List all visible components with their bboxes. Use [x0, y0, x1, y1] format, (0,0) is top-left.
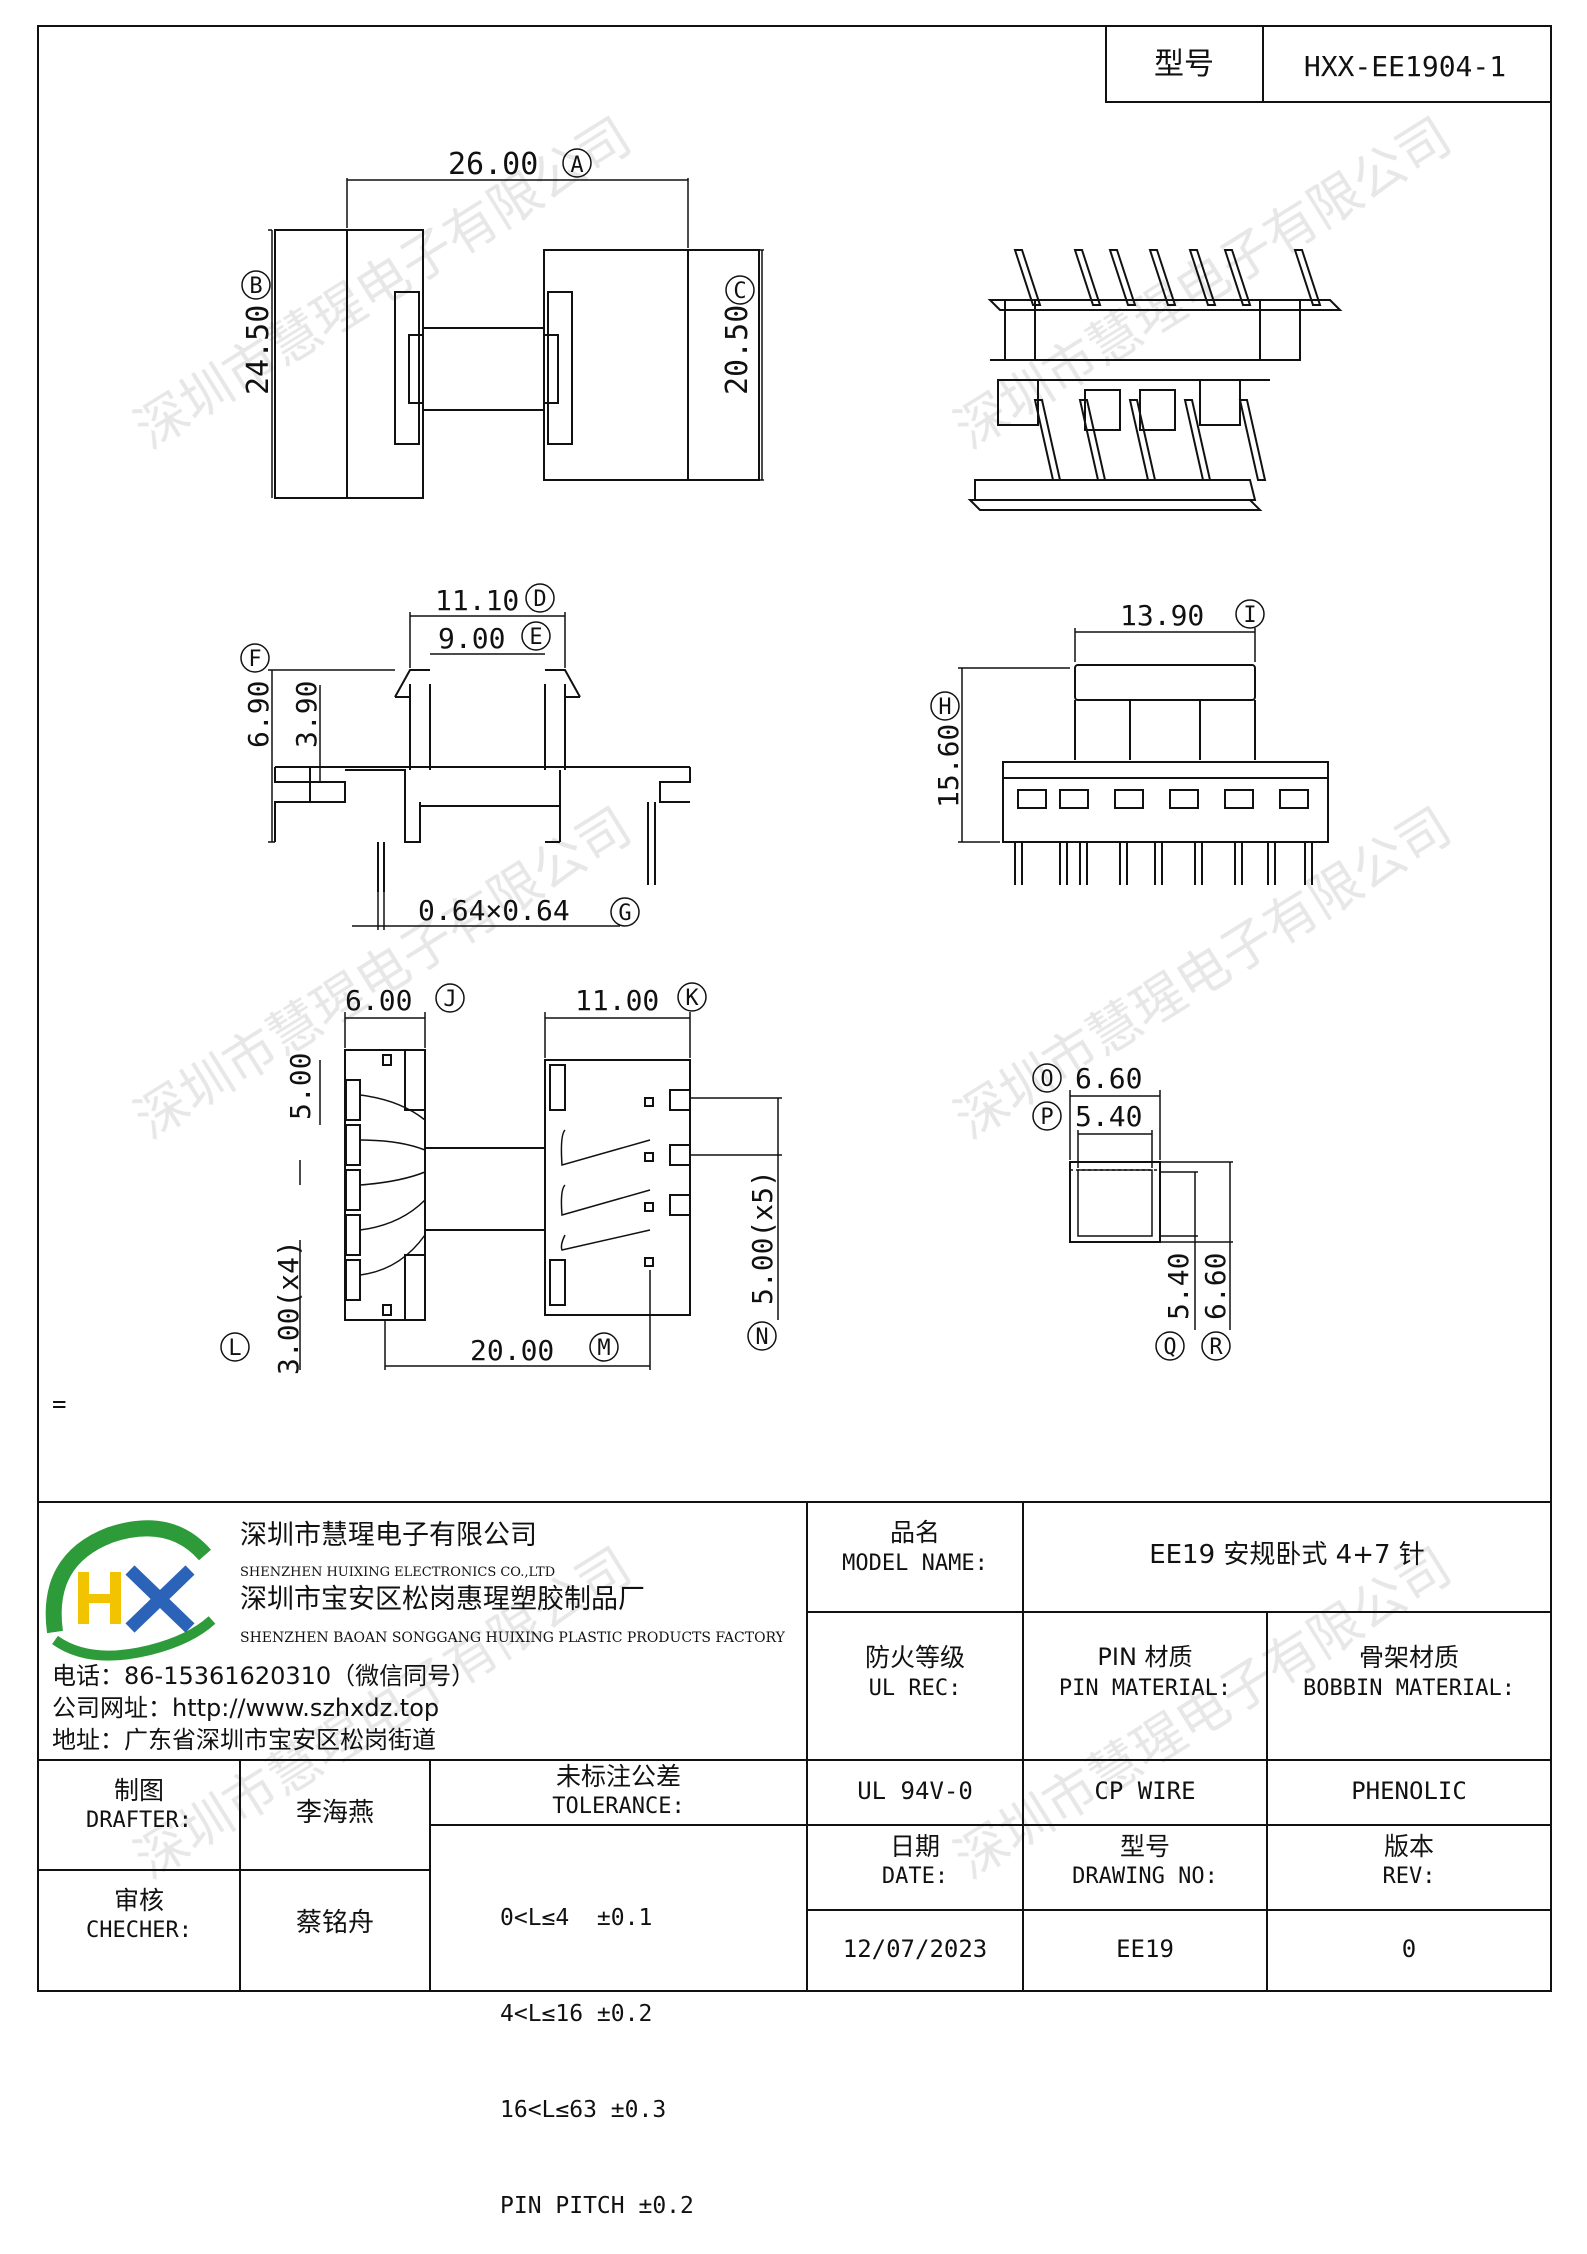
dim-q-value: 5.40	[1162, 1253, 1195, 1320]
watermark-text: 深圳市慧瑆电子有限公司	[125, 107, 642, 461]
front-view: 11.10 D 9.00 E 6.90 F 3.90 0.64×0.64 G	[240, 583, 691, 930]
dim-e-value: 9.00	[438, 622, 505, 655]
company-logo	[45, 1520, 216, 1661]
drawing-frame	[37, 25, 1552, 1992]
model-name-label-en: MODEL NAME:	[842, 1551, 988, 1576]
checker-name: 蔡铭舟	[295, 1908, 374, 1938]
tolerance-label-cn: 未标注公差	[555, 1762, 681, 1791]
ul-label-cn: 防火等级	[864, 1643, 965, 1672]
dim-n-value: 5.00(x5)	[746, 1170, 779, 1305]
date-label-cn: 日期	[889, 1832, 940, 1861]
factory-name-cn: 深圳市宝安区松岗惠瑆塑胶制品厂	[240, 1584, 645, 1615]
dim-o-value: 6.60	[1075, 1062, 1142, 1095]
dim-r-letter: R	[1209, 1335, 1223, 1360]
top-view: 26.00 A 24.50 B 20.50 C	[241, 147, 764, 499]
tolerance-list: 0<L≤4 ±0.1 4<L≤16 ±0.2 16<L≤63 ±0.3 PIN …	[500, 1838, 800, 2254]
bobbin-label-cn: 骨架材质	[1358, 1643, 1459, 1672]
rev-label-en: REV:	[1382, 1864, 1436, 1889]
dim-p-letter: P	[1040, 1105, 1053, 1130]
dim-f2-value: 3.90	[290, 681, 323, 748]
dim-j-value: 6.00	[345, 984, 412, 1017]
drawing-no-value: EE19	[1116, 1935, 1174, 1963]
pin-label-cn: PIN 材质	[1097, 1643, 1193, 1671]
dim-m-value: 20.00	[470, 1334, 554, 1367]
dim-k-value: 11.00	[575, 984, 659, 1017]
dim-c-value: 20.50	[720, 305, 755, 395]
model-header-label: 型号	[1154, 47, 1214, 82]
dim-g-letter: G	[618, 901, 631, 926]
logo-swoosh-top	[45, 1520, 212, 1634]
dim-k-letter: K	[685, 986, 699, 1011]
dim-d-letter: D	[533, 587, 546, 612]
isometric-view	[967, 249, 1343, 511]
date-value: 12/07/2023	[842, 1935, 988, 1963]
title-block-grid	[38, 1501, 1551, 1991]
tolerance-row: PIN PITCH ±0.2	[500, 2193, 694, 2219]
dim-j2-value: 5.00	[284, 1053, 317, 1120]
model-name-label-cn: 品名	[889, 1518, 940, 1547]
checker-label-en: CHECHER:	[86, 1918, 192, 1943]
company-name-cn: 深圳市慧瑆电子有限公司	[240, 1520, 537, 1551]
tolerance-row: 0<L≤4 ±0.1	[500, 1905, 653, 1931]
pin-label-en: PIN MATERIAL:	[1058, 1676, 1232, 1701]
drafter-label-cn: 制图	[113, 1776, 164, 1805]
model-name-value: EE19 安规卧式 4+7 针	[1149, 1540, 1425, 1570]
checker-label-cn: 审核	[113, 1886, 164, 1915]
factory-name-en: SHENZHEN BAOAN SONGGANG HUIXING PLASTIC …	[240, 1630, 785, 1646]
rev-label-cn: 版本	[1383, 1832, 1434, 1861]
dim-h-letter: H	[938, 695, 951, 720]
dim-a-value: 26.00	[448, 147, 538, 182]
bobbin-material-value: PHENOLIC	[1351, 1777, 1467, 1805]
dim-a-letter: A	[570, 153, 583, 178]
dim-j-letter: J	[443, 987, 456, 1012]
dim-n-letter: N	[755, 1325, 768, 1350]
dim-b-value: 24.50	[241, 305, 276, 395]
dim-f-value: 6.90	[242, 681, 275, 748]
core-section-view: 6.60 O 5.40 P 5.40 6.60 Q R	[1032, 1062, 1233, 1361]
drafter-name: 李海燕	[295, 1798, 374, 1828]
dim-o-letter: O	[1040, 1067, 1053, 1092]
company-website: 公司网址：http://www.szhxdz.top	[52, 1694, 440, 1722]
tolerance-label-en: TOLERANCE:	[552, 1794, 685, 1819]
date-label-en: DATE:	[881, 1864, 949, 1889]
company-address: 地址：广东省深圳市宝安区松岗街道	[52, 1726, 436, 1754]
ul-label-en: UL REC:	[868, 1676, 962, 1701]
pin-material-value: CP WIRE	[1094, 1777, 1196, 1805]
rev-value: 0	[1401, 1935, 1417, 1963]
dim-b-letter: B	[249, 274, 262, 299]
dim-l-letter: L	[228, 1336, 241, 1361]
watermark-text: 深圳市慧瑆电子有限公司	[945, 107, 1462, 461]
dim-i-letter: I	[1243, 603, 1256, 628]
drafter-label-en: DRAFTER:	[86, 1808, 192, 1833]
model-header-box	[1105, 25, 1552, 103]
dim-m-letter: M	[597, 1336, 610, 1361]
dim-g-value: 0.64×0.64	[418, 894, 570, 927]
drawing-no-label-cn: 型号	[1119, 1832, 1170, 1861]
dim-p-value: 5.40	[1075, 1100, 1142, 1133]
dim-h-value: 15.60	[932, 724, 965, 808]
tolerance-row: 16<L≤63 ±0.3	[500, 2097, 667, 2123]
dim-r-value: 6.60	[1199, 1253, 1232, 1320]
dim-d-value: 11.10	[435, 584, 519, 617]
drawing-no-label-en: DRAWING NO:	[1072, 1864, 1218, 1889]
side-view: 13.90 I 15.60 H	[930, 599, 1329, 885]
dim-c-letter: C	[733, 279, 746, 304]
model-header-value: HXX-EE1904-1	[1304, 50, 1506, 83]
tolerance-row: 4<L≤16 ±0.2	[500, 2001, 653, 2027]
dim-f-letter: F	[248, 647, 261, 672]
ul-value: UL 94V-0	[857, 1777, 973, 1805]
dim-q-letter: Q	[1163, 1335, 1176, 1360]
dim-l-value: 3.00(x4)	[272, 1240, 305, 1375]
technical-drawing: 型号 HXX-EE1904-1 深圳市慧瑆电子有限公司 深圳市慧瑆电子有限公司 …	[37, 25, 1552, 1992]
company-name-en: SHENZHEN HUIXING ELECTRONICS CO.,LTD	[240, 1565, 556, 1580]
dim-i-value: 13.90	[1120, 599, 1204, 632]
dim-e-letter: E	[529, 625, 542, 650]
bobbin-label-en: BOBBIN MATERIAL:	[1303, 1676, 1515, 1701]
company-phone: 电话：86-15361620310（微信同号）	[52, 1662, 476, 1690]
note-mark: =	[52, 1390, 66, 1418]
bottom-view: 6.00 J 11.00 K 5.00 3.00(x4) L 20.00 M 5…	[220, 982, 782, 1375]
logo-swoosh-bottom	[52, 1616, 216, 1661]
